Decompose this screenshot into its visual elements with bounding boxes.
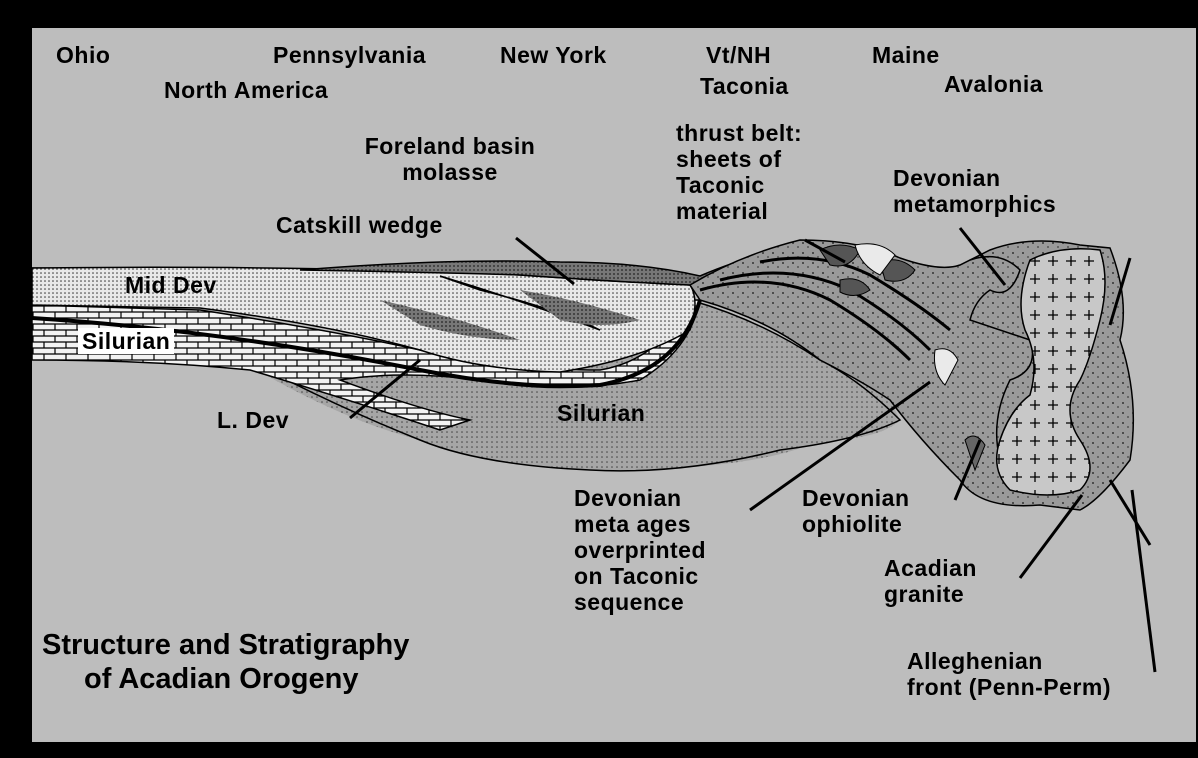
label-thrust-belt: thrust belt: sheets of Taconic material [676,120,802,224]
meta-ages-line3: overprinted [574,537,706,563]
meta-ages-line5: sequence [574,589,706,615]
ophiolite-line1: Devonian [802,485,910,511]
region-ohio: Ohio [56,42,110,68]
granite-line2: granite [884,581,977,607]
devonian-metamorphics-line1: Devonian [893,165,1056,191]
title-line2: of Acadian Orogeny [42,662,409,696]
ophiolite-line2: ophiolite [802,511,910,537]
label-acadian-granite: Acadian granite [884,555,977,607]
region-avalonia: Avalonia [944,71,1043,97]
label-mid-dev: Mid Dev [125,272,217,298]
label-foreland-basin: Foreland basin molasse [330,133,570,185]
alleghenian-line2: front (Penn-Perm) [907,674,1111,700]
label-silurian-left: Silurian [78,328,174,354]
foreland-basin-line1: Foreland basin [330,133,570,159]
label-devonian-ophiolite: Devonian ophiolite [802,485,910,537]
meta-ages-line1: Devonian [574,485,706,511]
label-l-dev: L. Dev [217,407,289,433]
meta-ages-line4: on Taconic [574,563,706,589]
devonian-metamorphics-line2: metamorphics [893,191,1056,217]
alleghenian-line1: Alleghenian [907,648,1111,674]
region-new-york: New York [500,42,607,68]
label-devonian-metamorphics: Devonian metamorphics [893,165,1056,217]
foreland-basin-line2: molasse [330,159,570,185]
title-line1: Structure and Stratigraphy [42,628,409,662]
thrust-belt-line2: sheets of [676,146,802,172]
label-silurian-center: Silurian [557,400,645,426]
thrust-belt-line3: Taconic [676,172,802,198]
diagram-title: Structure and Stratigraphy of Acadian Or… [42,628,409,696]
label-devonian-meta-ages: Devonian meta ages overprinted on Taconi… [574,485,706,615]
thrust-belt-line1: thrust belt: [676,120,802,146]
region-north-america: North America [164,77,328,103]
region-taconia: Taconia [700,73,789,99]
thrust-belt-line4: material [676,198,802,224]
label-catskill-wedge: Catskill wedge [276,212,443,238]
region-vt-nh: Vt/NH [706,42,771,68]
region-pennsylvania: Pennsylvania [273,42,426,68]
label-alleghenian-front: Alleghenian front (Penn-Perm) [907,648,1111,700]
region-maine: Maine [872,42,940,68]
granite-line1: Acadian [884,555,977,581]
meta-ages-line2: meta ages [574,511,706,537]
